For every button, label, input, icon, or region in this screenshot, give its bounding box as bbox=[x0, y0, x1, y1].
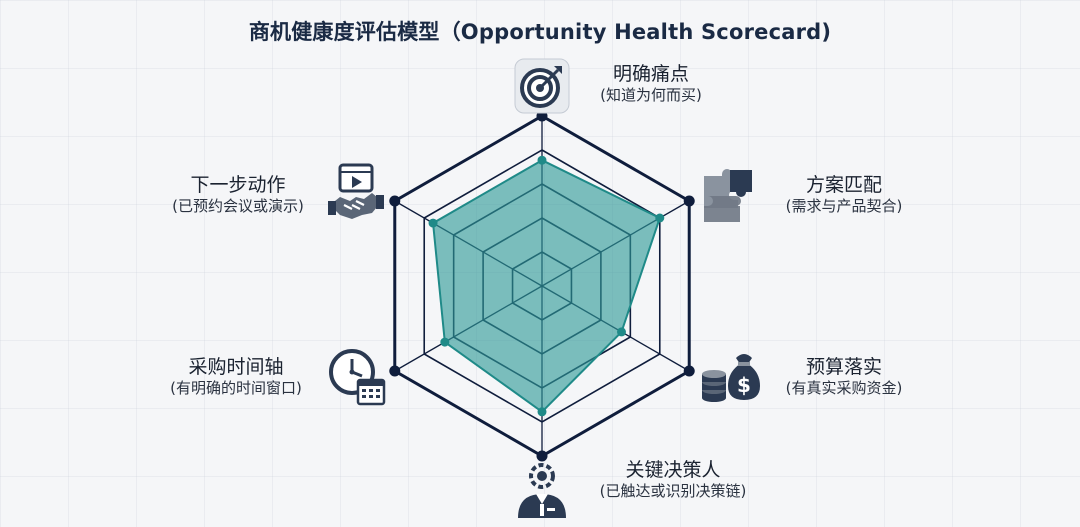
radar-data-point-1 bbox=[655, 213, 665, 223]
axis-label-budget: 预算落实 (有真实采购资金) bbox=[756, 355, 932, 399]
radar-vertex-5 bbox=[389, 195, 401, 207]
radar-data-point-5 bbox=[428, 218, 438, 228]
radar-data bbox=[389, 110, 695, 462]
clock-calendar-icon bbox=[329, 349, 386, 406]
radar-data-point-0 bbox=[537, 155, 547, 165]
axis-label-main: 下一步动作 bbox=[190, 174, 286, 196]
axis-label-sub: (有明确的时间窗口) bbox=[170, 379, 302, 398]
target-icon bbox=[514, 58, 570, 114]
axis-label-solution-fit: 方案匹配 (需求与产品契合) bbox=[756, 173, 932, 217]
puzzle-icon bbox=[704, 169, 752, 222]
axis-label-main: 预算落实 bbox=[805, 356, 882, 378]
money-bag-icon: $ bbox=[702, 354, 760, 402]
axis-label-sub: (知道为何而买) bbox=[600, 86, 702, 105]
radar-vertex-4 bbox=[389, 365, 401, 377]
axis-label-main: 采购时间轴 bbox=[188, 356, 284, 378]
axis-label-sub: (已预约会议或演示) bbox=[172, 197, 304, 216]
decision-maker-icon bbox=[518, 463, 566, 518]
axis-label-sub: (有真实采购资金) bbox=[785, 379, 903, 398]
axis-label-pain-point: 明确痛点 (知道为何而买) bbox=[566, 62, 736, 106]
radar-vertex-3 bbox=[536, 450, 548, 462]
radar-vertex-1 bbox=[683, 195, 695, 207]
axis-label-main: 方案匹配 bbox=[805, 174, 882, 196]
radar-data-point-2 bbox=[617, 327, 627, 337]
axis-label-main: 关键决策人 bbox=[625, 459, 721, 481]
radar-vertex-2 bbox=[683, 365, 695, 377]
axis-label-decision-maker: 关键决策人 (已触达或识别决策链) bbox=[568, 458, 778, 502]
radar-data-point-3 bbox=[537, 407, 547, 417]
axis-label-next-step: 下一步动作 (已预约会议或演示) bbox=[150, 173, 326, 217]
svg-text:$: $ bbox=[737, 373, 751, 397]
chart-title: 商机健康度评估模型（Opportunity Health Scorecard) bbox=[248, 20, 832, 44]
radar-data-point-4 bbox=[440, 337, 450, 347]
axis-label-main: 明确痛点 bbox=[612, 63, 689, 85]
axis-label-sub: (已触达或识别决策链) bbox=[599, 482, 747, 501]
handshake-video-icon bbox=[328, 163, 384, 219]
axis-label-sub: (需求与产品契合) bbox=[785, 197, 903, 216]
axis-label-timeline: 采购时间轴 (有明确的时间窗口) bbox=[148, 355, 324, 399]
